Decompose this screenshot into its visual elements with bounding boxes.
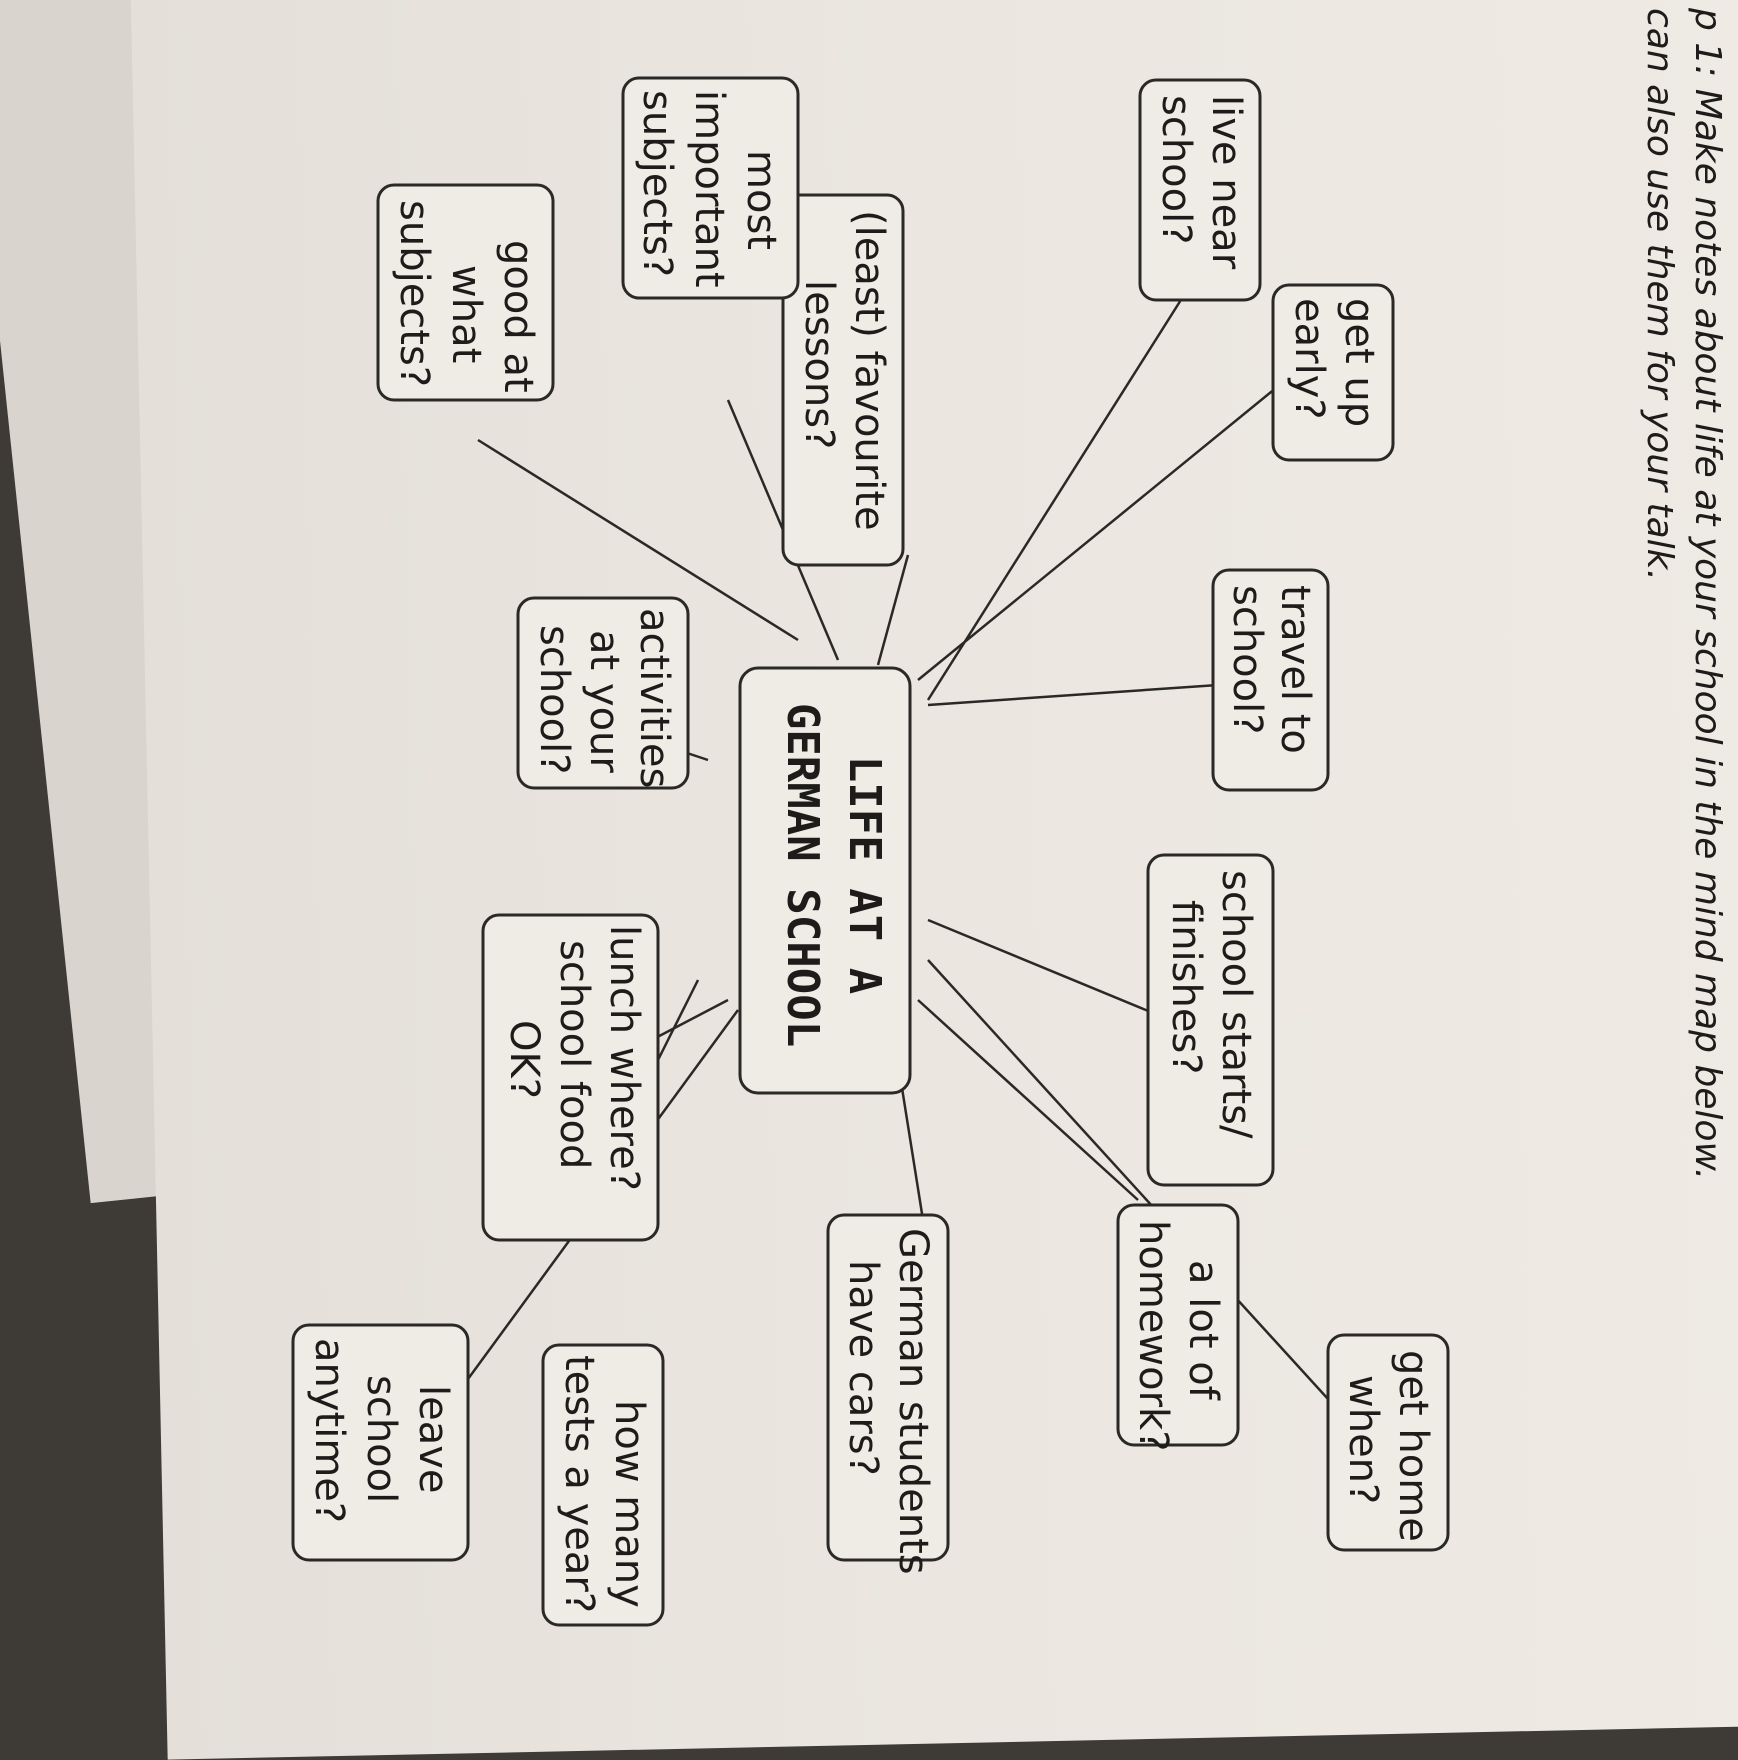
connector-get-up <box>917 369 1299 681</box>
connector-live-near <box>926 264 1205 701</box>
node-get-home: get home when? <box>1326 1333 1450 1552</box>
node-lunch: lunch where? school food OK? <box>481 913 660 1242</box>
node-lunch-line-2: school food <box>551 940 597 1169</box>
node-lunch-line-3: OK? <box>501 1020 547 1099</box>
node-starts-line-2: finishes? <box>1163 900 1209 1075</box>
node-travel-line-1: travel to <box>1272 585 1318 754</box>
node-get-up-line-1: get up <box>1336 298 1382 427</box>
node-important: most important subjects? <box>621 76 800 300</box>
node-travel-line-2: school? <box>1224 585 1270 734</box>
node-homework-line-2: homework? <box>1130 1220 1176 1451</box>
node-get-up: get up early? <box>1271 283 1395 462</box>
node-important-line-3: subjects? <box>634 90 680 277</box>
node-tests: how many tests a year? <box>541 1343 665 1627</box>
node-activities-line-2: at your <box>581 630 627 773</box>
connector-good-at <box>477 438 799 642</box>
connector-homework <box>917 999 1139 1201</box>
node-live-near-line-2: school? <box>1153 95 1199 244</box>
center-title-line-2: GERMAN SCHOOL <box>777 703 828 1047</box>
node-activities-line-1: activities <box>631 608 677 788</box>
node-travel: travel to school? <box>1211 568 1330 792</box>
node-get-home-line-1: get home <box>1390 1350 1436 1542</box>
node-cars-line-1: German students <box>890 1228 936 1575</box>
node-cars-line-2: have cars? <box>840 1260 886 1476</box>
instruction-line-2: can also use them for your talk. <box>1639 8 1680 581</box>
node-leave: leave school anytime? <box>291 1323 470 1562</box>
node-good-at: good at what subjects? <box>376 183 555 402</box>
node-live-near: live near school? <box>1138 78 1262 302</box>
connector-travel <box>927 683 1219 707</box>
node-tests-line-2: tests a year? <box>556 1355 602 1613</box>
connector-favourite <box>876 554 910 666</box>
node-activities: activities at your school? <box>516 596 690 790</box>
instruction-line-1: p 1: Make notes about life at your schoo… <box>1687 7 1728 1180</box>
node-good-at-line-3: subjects? <box>391 200 437 387</box>
node-get-home-line-2: when? <box>1340 1375 1386 1504</box>
node-tests-line-1: how many <box>606 1400 652 1608</box>
node-good-at-line-1: good at <box>495 240 541 393</box>
center-title-line-1: LIFE AT A <box>839 756 890 994</box>
node-leave-line-2: school <box>358 1375 404 1503</box>
node-homework-line-1: a lot of <box>1180 1260 1226 1401</box>
connector-starts <box>927 918 1159 1017</box>
node-leave-line-1: leave <box>410 1385 456 1494</box>
node-starts: school starts/ finishes? <box>1146 853 1275 1187</box>
node-starts-line-1: school starts/ <box>1213 870 1259 1139</box>
node-lunch-line-1: lunch where? <box>601 925 647 1191</box>
node-important-line-2: important <box>686 90 732 288</box>
node-favourite-line-1: (least) favourite <box>846 210 892 531</box>
node-get-up-line-2: early? <box>1286 298 1332 420</box>
node-activities-line-3: school? <box>531 625 577 774</box>
node-favourite-line-2: lessons? <box>796 280 842 449</box>
node-homework: a lot of homework? <box>1116 1203 1240 1451</box>
node-good-at-line-2: what <box>443 265 489 363</box>
center-node: LIFE AT A GERMAN SCHOOL <box>738 666 912 1095</box>
connector-get-home <box>927 959 1339 1411</box>
node-live-near-line-1: live near <box>1203 95 1249 270</box>
node-leave-line-3: anytime? <box>306 1338 352 1523</box>
node-favourite: (least) favourite lessons? <box>781 193 905 567</box>
node-cars: German students have cars? <box>826 1213 950 1575</box>
node-important-line-1: most <box>738 150 784 250</box>
